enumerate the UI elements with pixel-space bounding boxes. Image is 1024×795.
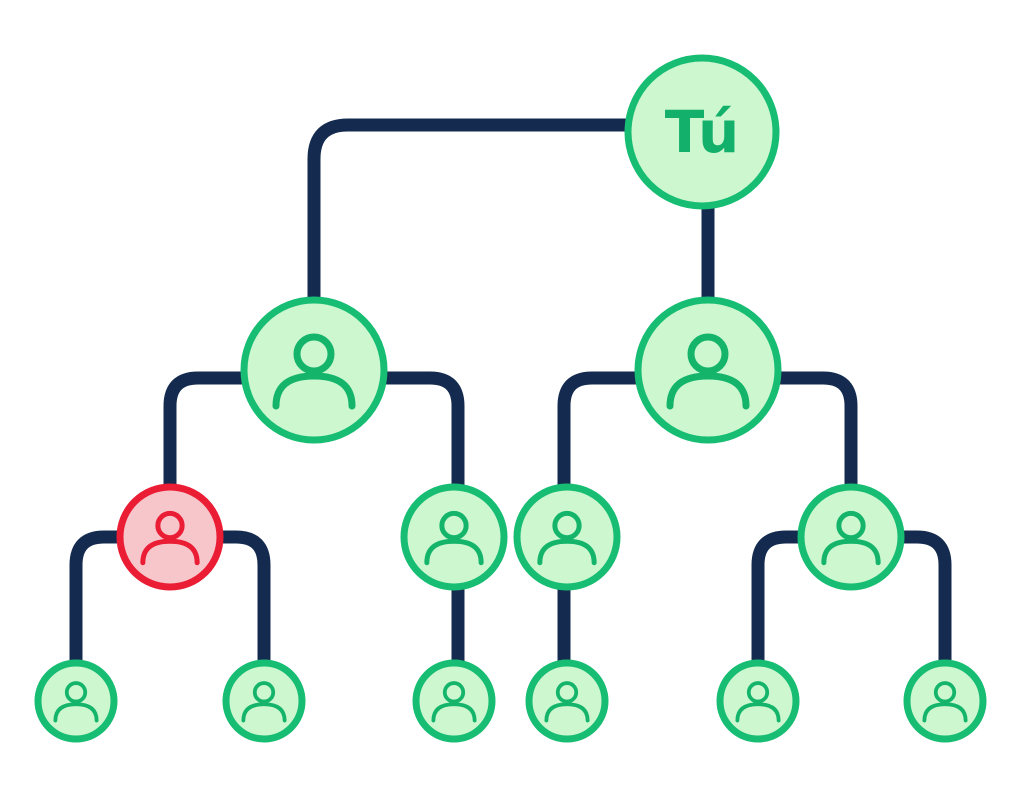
edge-l1a-to-l2b xyxy=(376,371,465,497)
tree-node-l3a xyxy=(34,659,118,743)
tree-node-l3b xyxy=(222,659,306,743)
person-icon xyxy=(821,510,881,566)
edge-l2d-to-l3e xyxy=(751,530,810,672)
person-icon xyxy=(241,681,287,723)
tree-node-l3e xyxy=(716,659,800,743)
tree-node-l3c xyxy=(412,659,496,743)
tree-node-root: Tú xyxy=(624,54,780,210)
person-icon xyxy=(544,681,590,723)
tree-node-l2c xyxy=(513,483,621,591)
tree-nodes: Tú xyxy=(34,54,987,743)
edge-l1b-to-l2d xyxy=(769,371,858,497)
tree-node-l3f xyxy=(903,659,987,743)
person-icon xyxy=(140,510,200,566)
edge-root-to-l1a xyxy=(307,118,635,312)
edge-l2a-to-l3b xyxy=(211,530,271,672)
person-icon xyxy=(424,510,484,566)
tree-node-l2a-highlighted xyxy=(116,483,224,591)
root-node-label: Tú xyxy=(665,98,739,166)
tree-node-l2b xyxy=(400,483,508,591)
tree-node-l2d xyxy=(797,483,905,591)
connector-lines xyxy=(69,118,952,672)
person-icon xyxy=(53,681,99,723)
person-icon xyxy=(272,333,356,410)
person-icon xyxy=(922,681,968,723)
node-circle xyxy=(624,54,780,210)
edge-l2a-to-l3a xyxy=(69,530,129,672)
person-icon xyxy=(735,681,781,723)
tree-node-l1b xyxy=(634,296,782,444)
tree-node-l1a xyxy=(240,296,388,444)
person-icon xyxy=(537,510,597,566)
tree-node-l3d xyxy=(525,659,609,743)
person-icon xyxy=(431,681,477,723)
edge-l2d-to-l3f xyxy=(892,530,952,672)
person-icon xyxy=(666,333,750,410)
edge-l1a-to-l2a xyxy=(163,371,252,497)
edge-l1b-to-l2c xyxy=(557,371,647,497)
